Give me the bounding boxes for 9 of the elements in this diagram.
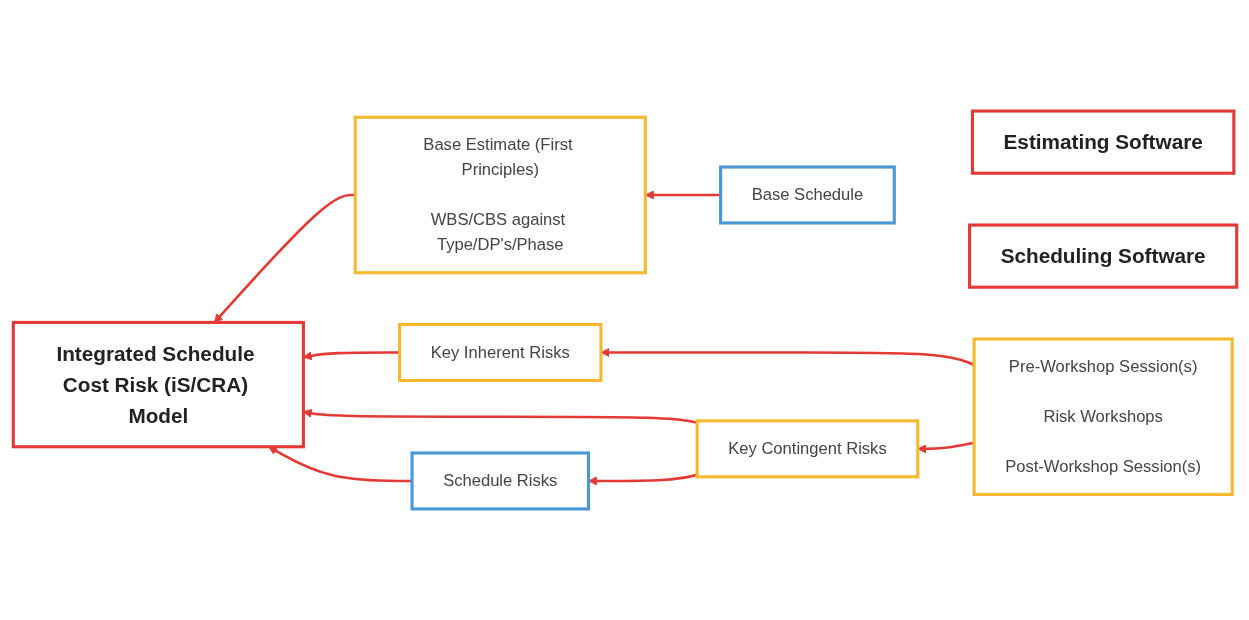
- node-box: Key Inherent Risks: [397, 322, 602, 382]
- node-box: Base Estimate (First Principles) WBS/CBS against Type/DP's/Phase: [353, 115, 647, 275]
- node-box: Integrated Schedule Cost Risk (iS/CRA) Model: [11, 320, 305, 449]
- node-box: Schedule Risks: [410, 451, 590, 511]
- node-box: Base Schedule: [718, 165, 896, 225]
- node-box: Scheduling Software: [967, 223, 1238, 289]
- node-box: Pre-Workshop Session(s) Risk Workshops Post-Workshop Session(s): [972, 337, 1234, 496]
- node-box: Estimating Software: [970, 109, 1235, 175]
- node-box: Key Contingent Risks: [695, 419, 919, 479]
